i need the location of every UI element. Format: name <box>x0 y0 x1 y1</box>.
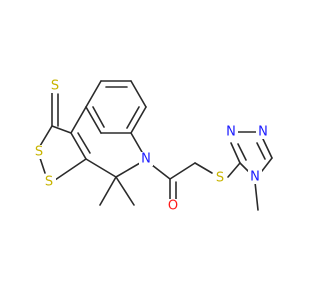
bond-tri-n1-c5 <box>262 138 273 159</box>
bond-c1-cthione <box>51 125 72 134</box>
bond-tri-n4-c3 <box>239 162 249 172</box>
bond-cthione-s <box>39 125 53 147</box>
oxygen-label: O <box>168 199 178 214</box>
sulfur-label: S <box>45 175 53 190</box>
atom-s-ring-upper: S <box>32 145 46 160</box>
bond-s-s <box>39 157 46 174</box>
atom-o-carbonyl: O <box>166 199 180 214</box>
bond-c1-c9b-double <box>77 132 91 154</box>
bond-tri-n1-c5-double <box>256 142 266 160</box>
atom-s-thione: S <box>48 79 62 94</box>
bond-tri-c5-n4 <box>261 157 273 172</box>
bonds <box>39 80 273 211</box>
structure-svg: S S S N O S N N <box>32 78 273 214</box>
nitrogen-label: N <box>226 125 236 140</box>
bond-s-c9b <box>54 158 87 181</box>
bond-methyl-a <box>99 176 117 206</box>
bond-benzene-6b <box>92 106 105 128</box>
atom-s-thioether: S <box>213 171 227 186</box>
bond-tri-c3-n2-double <box>237 143 247 161</box>
bond-carbonyl-ch2 <box>169 162 196 180</box>
atom-s-ring-lower: S <box>42 175 56 190</box>
bond-c1-c9b <box>70 132 87 160</box>
atom-n-triazole-methyl: N <box>248 170 262 185</box>
bond-benzene-4 <box>130 106 147 134</box>
atom-n-triazole-top-right: N <box>256 125 270 140</box>
bond-tri-c3-n2 <box>230 142 241 164</box>
sulfur-label: S <box>35 145 43 160</box>
bond-benzene-4b <box>126 106 140 129</box>
bond-c9b-cq <box>85 158 117 178</box>
atom-n-triazole-top-left: N <box>224 125 238 140</box>
bond-ch2-s <box>194 162 213 174</box>
atom-n-quinoline: N <box>139 152 153 167</box>
bond-c4a-c1 <box>70 106 87 134</box>
bond-n-carbonyl <box>151 164 171 180</box>
atom-labels: S S S N O S N N <box>32 79 270 214</box>
sulfur-label: S <box>216 171 224 186</box>
bond-benzene-3 <box>130 80 147 108</box>
bond-methyl-b <box>115 176 135 206</box>
bond-cq-n <box>115 162 141 178</box>
bond-n-methyl <box>254 181 259 211</box>
molecule-diagram: S S S N O S N N <box>32 78 273 214</box>
bond-benzene-6 <box>85 106 102 134</box>
bond-s-ctriazole <box>227 162 241 178</box>
nitrogen-label: N <box>258 125 268 140</box>
bond-benzene-1 <box>85 80 102 108</box>
nitrogen-label: N <box>141 152 151 167</box>
sulfur-label: S <box>51 79 59 94</box>
nitrogen-label: N <box>250 170 260 185</box>
